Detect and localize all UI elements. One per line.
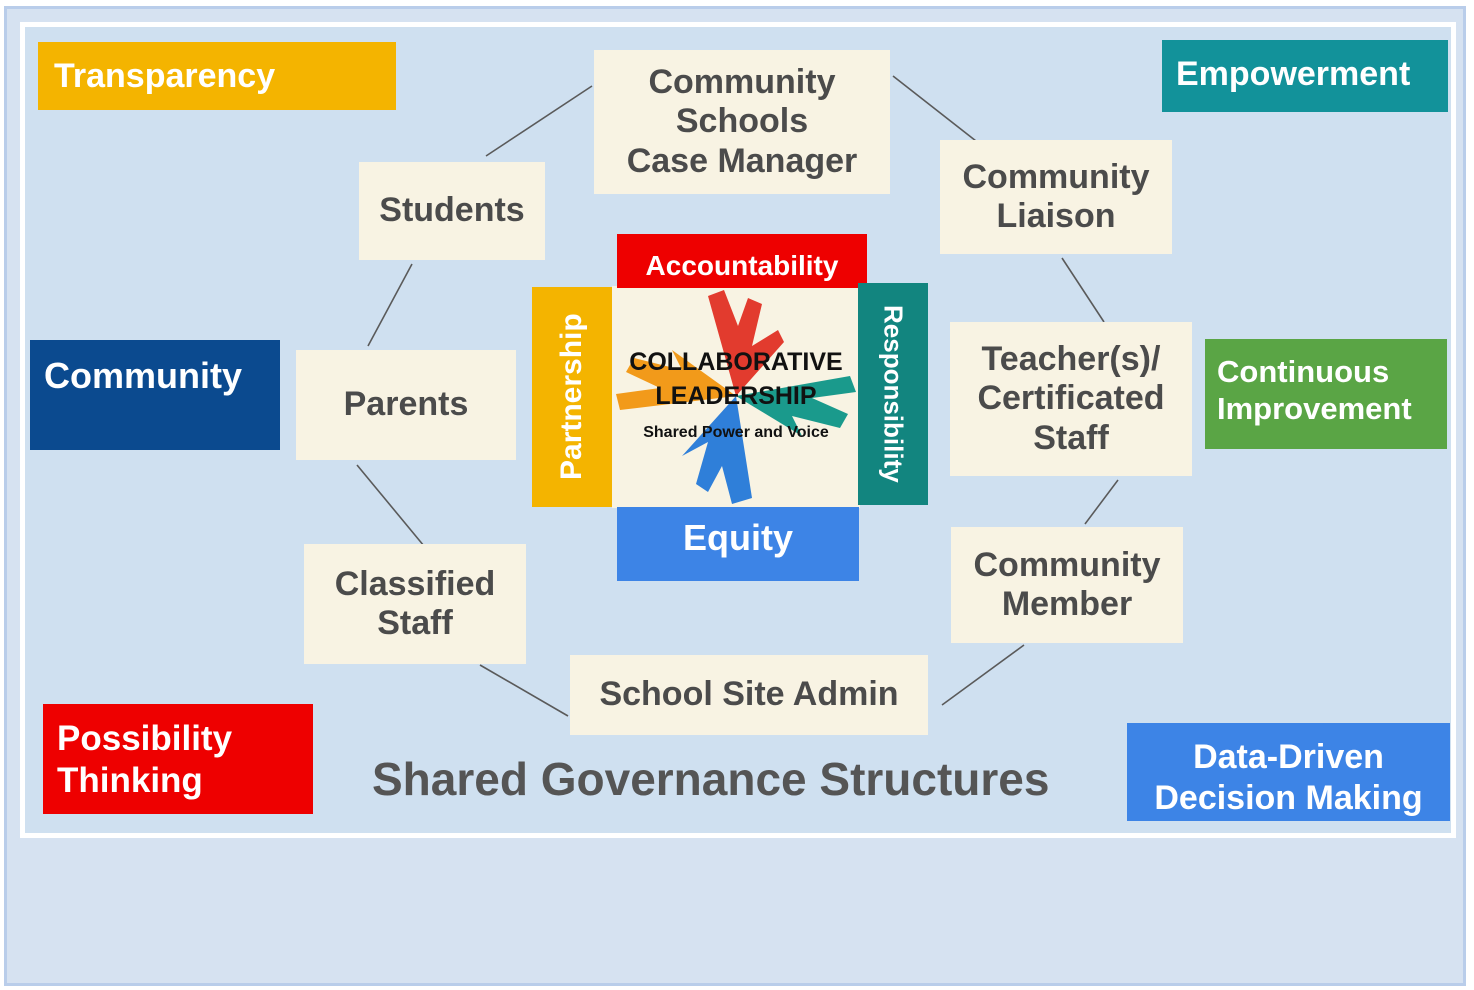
diagram-title: Shared Governance Structures xyxy=(372,753,1050,805)
empowerment-box: Empowerment xyxy=(1162,40,1448,112)
partnership-bar: Partnership xyxy=(532,287,612,507)
school-site-admin-box: School Site Admin xyxy=(570,655,928,735)
collaborative-leadership-hub: COLLABORATIVE LEADERSHIP Shared Power an… xyxy=(612,286,860,508)
connector-line xyxy=(485,85,593,157)
accountability-bar: Accountability xyxy=(617,234,867,288)
classified-staff-box: Classified Staff xyxy=(304,544,526,664)
liaison-box: Community Liaison xyxy=(940,140,1172,254)
case-manager-box: Community Schools Case Manager xyxy=(594,50,890,194)
hub-subtitle: Shared Power and Voice xyxy=(643,424,829,441)
joined-hands-icon xyxy=(616,290,856,504)
continuous-improvement-box: Continuous Improvement xyxy=(1205,339,1447,449)
students-box: Students xyxy=(359,162,545,260)
hub-title: COLLABORATIVE LEADERSHIP xyxy=(629,348,843,410)
parents-box: Parents xyxy=(296,350,516,460)
connector-line xyxy=(356,464,425,547)
community-member-box: Community Member xyxy=(951,527,1183,643)
transparency-box: Transparency xyxy=(38,42,396,110)
connector-line xyxy=(367,263,413,347)
community-value-box: Community xyxy=(30,340,280,450)
connector-line xyxy=(479,664,569,717)
connector-line xyxy=(941,644,1025,706)
connector-line xyxy=(1084,479,1119,525)
connector-line xyxy=(1061,257,1105,323)
teachers-box: Teacher(s)/ Certificated Staff xyxy=(950,322,1192,476)
possibility-thinking-box: Possibility Thinking xyxy=(43,704,313,814)
equity-bar: Equity xyxy=(617,507,859,581)
responsibility-bar: Responsibility xyxy=(858,283,928,505)
data-driven-box: Data-Driven Decision Making xyxy=(1127,723,1450,821)
connector-line xyxy=(892,75,977,142)
